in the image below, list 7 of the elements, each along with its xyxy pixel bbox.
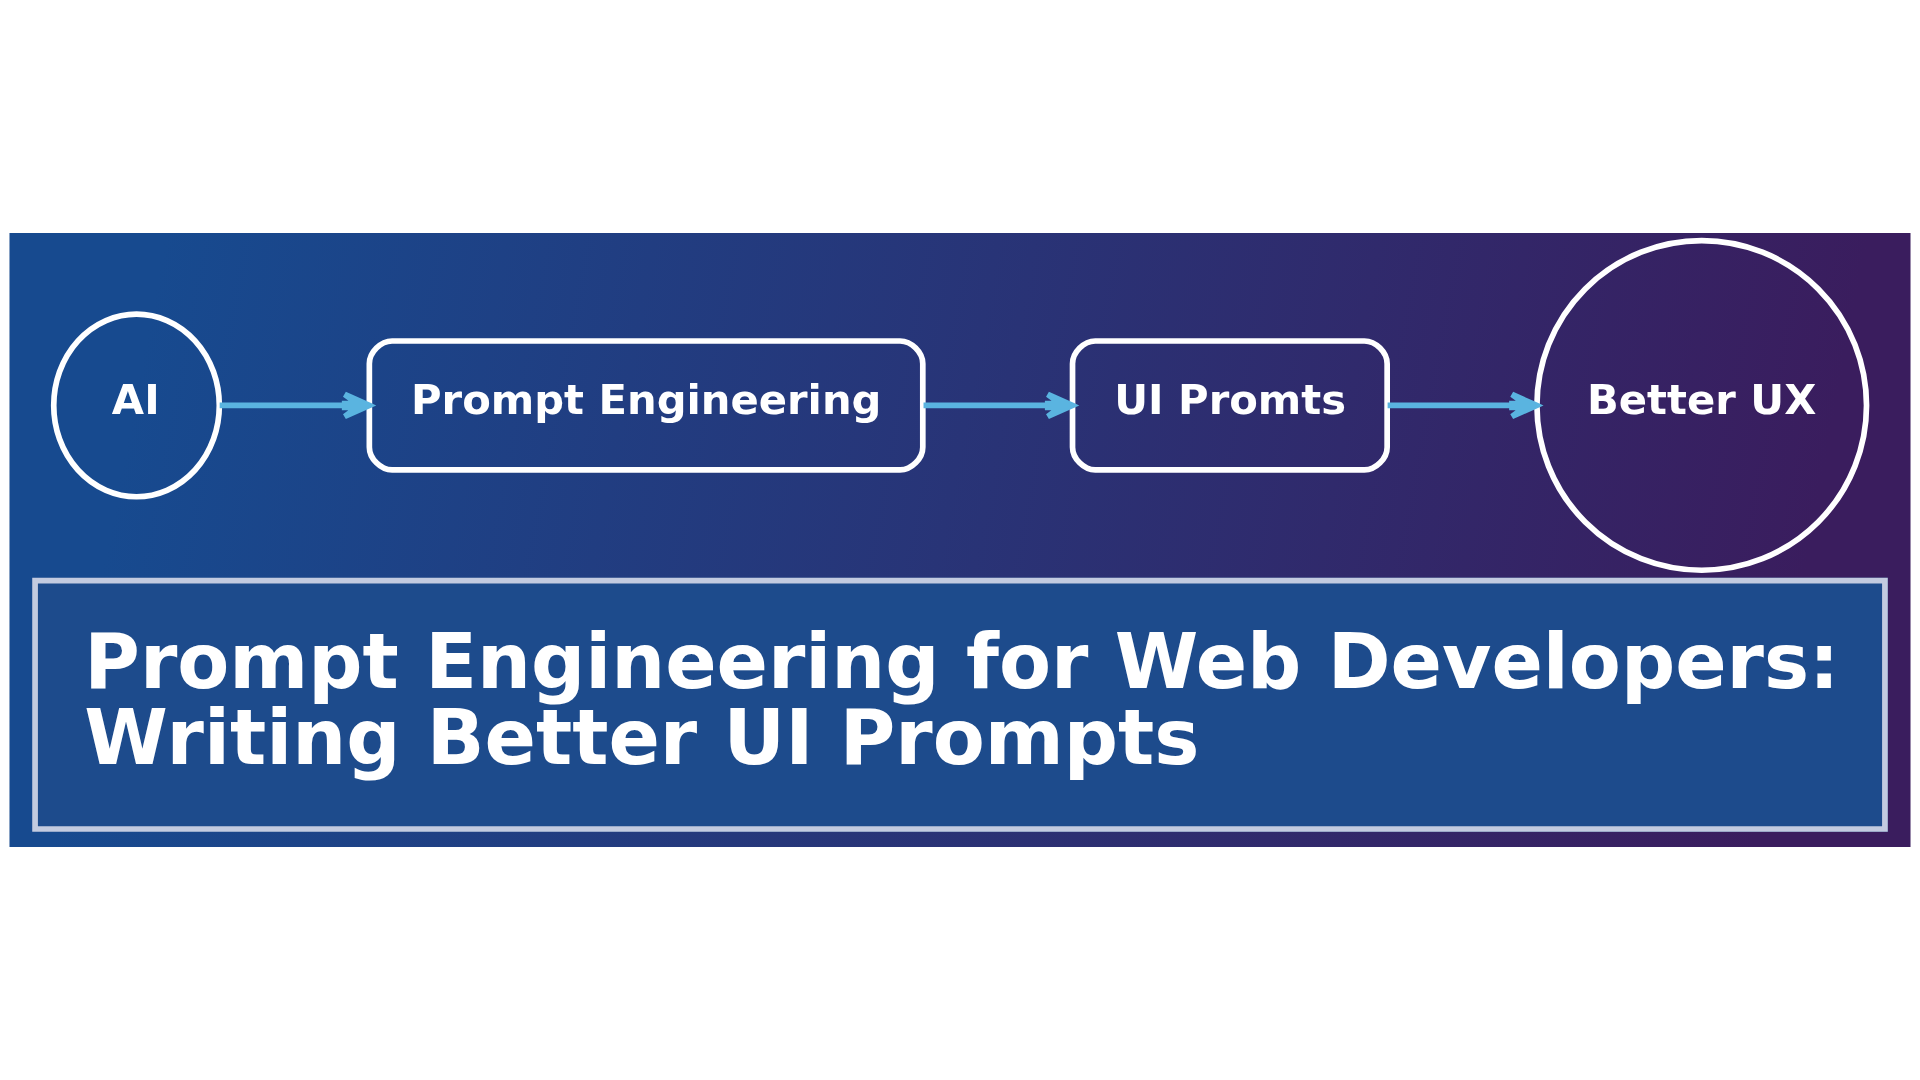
arrow xyxy=(923,391,1076,420)
arrow xyxy=(219,391,373,420)
node-circle: Better UX xyxy=(1534,237,1870,574)
node-box: UI Promts xyxy=(1069,338,1390,473)
diagram-title: Prompt Engineering for Web Developers: Writing Better UI Prompts xyxy=(84,617,1840,782)
node-circle: AI xyxy=(50,311,223,500)
node-box: Prompt Engineering xyxy=(366,338,926,473)
